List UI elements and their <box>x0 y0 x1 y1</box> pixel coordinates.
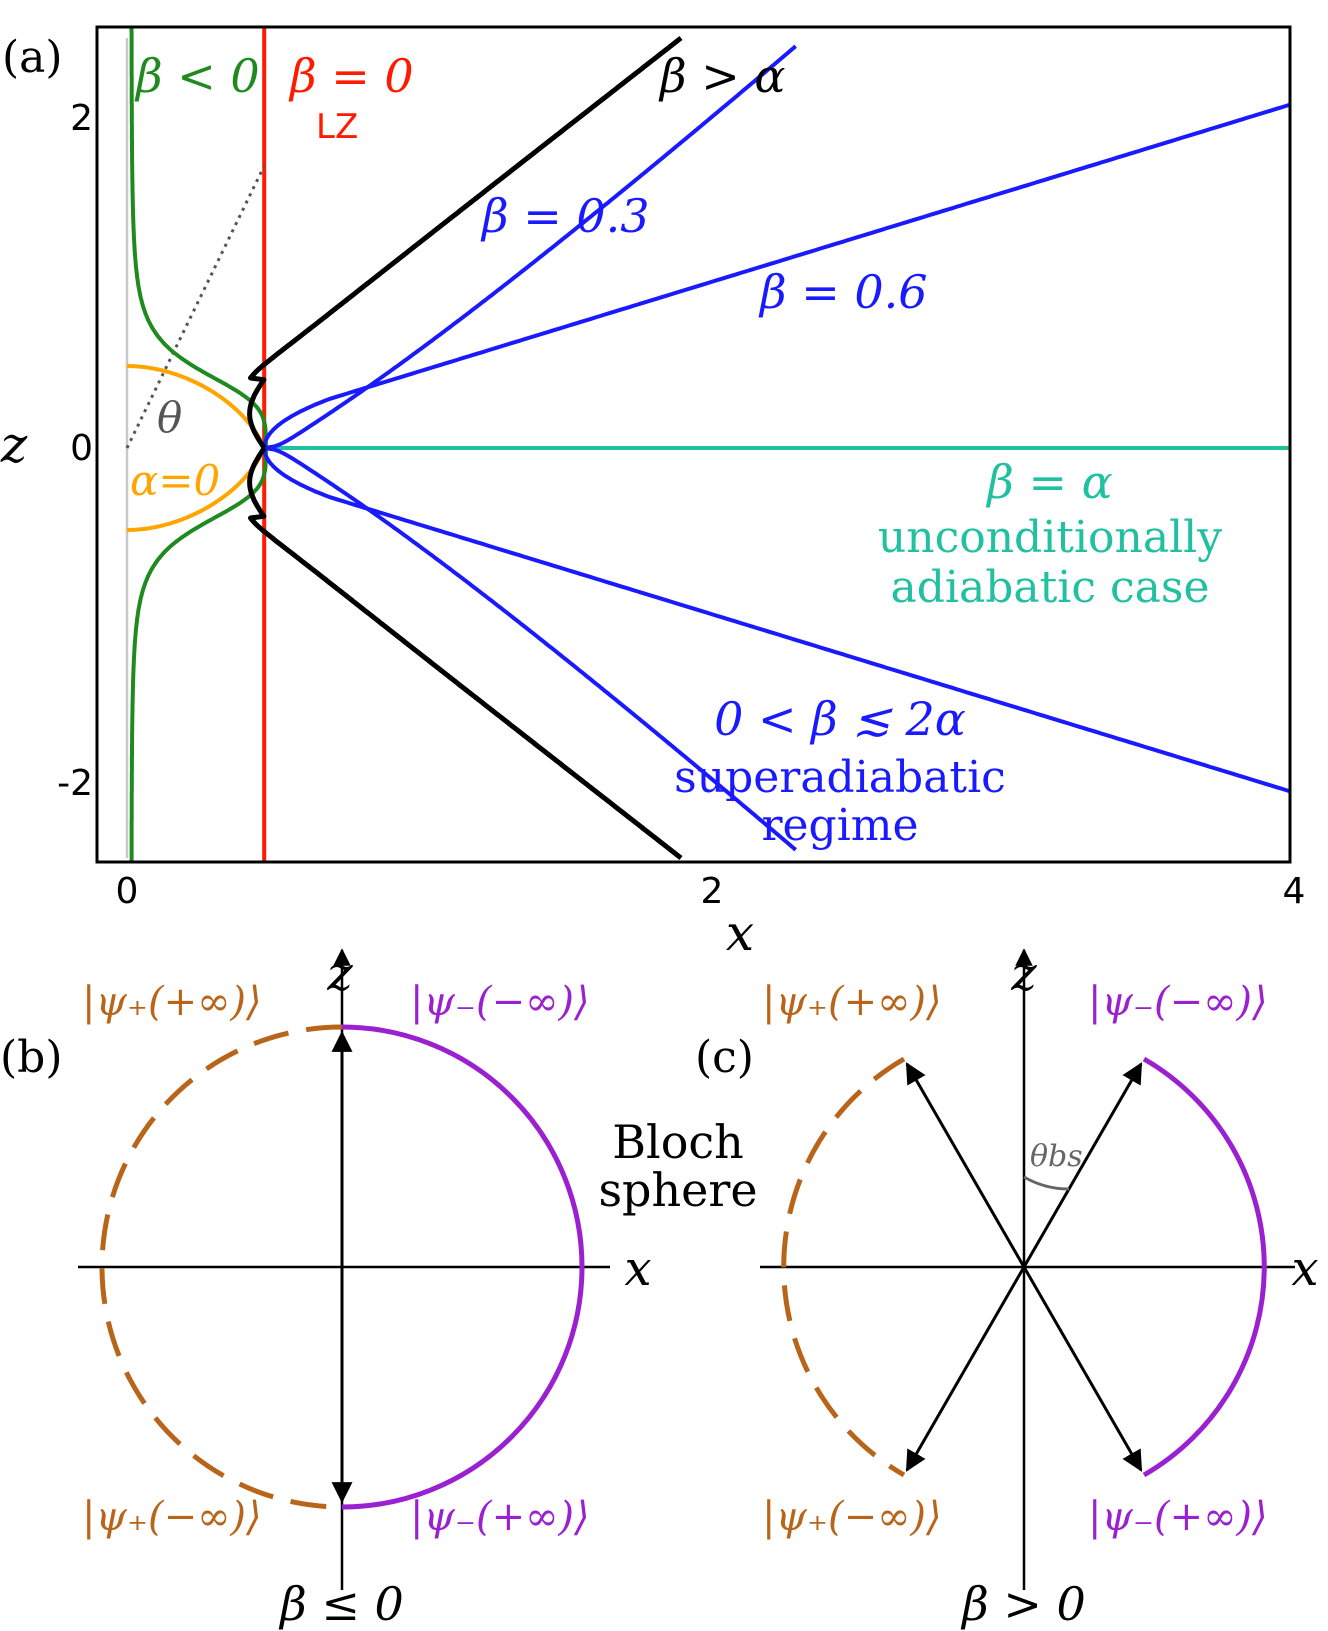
b-psi-plus-arc <box>99 1024 343 1510</box>
curve-beta-gt-alpha-upper <box>247 36 683 450</box>
c-arrow-psi-plus-top <box>905 1062 1026 1268</box>
label-superadiabatic-inequality: 0 < β ≲ 2α <box>714 692 966 746</box>
curve-beta-negative-lower <box>129 447 268 862</box>
c-axis-z-label: z <box>1010 946 1037 1002</box>
curve-beta-03-lower <box>263 446 797 852</box>
label-superadiabatic: superadiabatic <box>674 752 1006 803</box>
curve-beta-gt-alpha-lower <box>247 446 683 860</box>
label-beta-zero: β = 0 <box>288 49 414 103</box>
label-beta-eq-alpha: β = α <box>985 455 1112 509</box>
curves <box>125 27 1290 862</box>
panel-c: (c) θbs z x |ψ₊(+∞)⟩ |ψ₋(−∞)⟩ |ψ₊(−∞)⟩ |… <box>695 946 1319 1631</box>
c-psi-plus-arc <box>781 1056 906 1478</box>
c-psi-minus-minus-inf: |ψ₋(−∞)⟩ <box>1088 979 1268 1025</box>
panel-a-label: (a) <box>2 32 63 83</box>
label-theta: θ <box>157 393 182 442</box>
c-condition: β > 0 <box>960 1577 1086 1631</box>
c-theta-bs-label: θbs <box>1030 1139 1083 1174</box>
x-axis-label: x <box>726 904 754 962</box>
c-psi-plus-plus-inf: |ψ₊(+∞)⟩ <box>762 979 942 1025</box>
z-axis-label: z <box>0 416 28 474</box>
b-axis-z-label: z <box>326 946 353 1002</box>
c-psi-minus-plus-inf: |ψ₋(+∞)⟩ <box>1088 1494 1268 1540</box>
c-theta-arc <box>1023 1175 1070 1191</box>
b-psi-plus-minus-inf: |ψ₊(−∞)⟩ <box>82 1494 262 1540</box>
panel-a: (a) 0 2 4 2 0 -2 x z β < 0 β = 0 LZ β > … <box>0 25 1306 962</box>
curve-beta-negative-upper <box>129 27 268 449</box>
c-arrow-psi-minus-top <box>1022 1062 1143 1268</box>
b-psi-minus-plus-inf: |ψ₋(+∞)⟩ <box>410 1494 590 1540</box>
bloch-title-line1: Bloch <box>612 1115 744 1169</box>
c-axis-x-label: x <box>1291 1241 1318 1297</box>
x-ticks: 0 2 4 <box>116 871 1306 912</box>
b-axis-x-label: x <box>624 1241 651 1297</box>
c-psi-minus-arc <box>1142 1056 1267 1478</box>
curve-beta-06-upper <box>262 102 1290 449</box>
label-alpha-zero: α=0 <box>130 456 220 505</box>
label-beta-03: β = 0.3 <box>480 189 650 243</box>
z-tick-2: 2 <box>70 98 93 139</box>
x-tick-0: 0 <box>116 871 139 912</box>
label-unconditionally: unconditionally <box>878 512 1222 563</box>
label-regime: regime <box>761 800 918 851</box>
b-psi-plus-plus-inf: |ψ₊(+∞)⟩ <box>82 979 262 1025</box>
b-psi-minus-minus-inf: |ψ₋(−∞)⟩ <box>410 979 590 1025</box>
bloch-title-line2: sphere <box>598 1163 757 1217</box>
x-tick-2: 2 <box>701 871 724 912</box>
panel-b: (b) z x |ψ₊(+∞)⟩ |ψ₋(−∞)⟩ |ψ₊(−∞)⟩ |ψ₋(+… <box>0 946 652 1631</box>
label-beta-06: β = 0.6 <box>758 265 928 319</box>
label-beta-negative: β < 0 <box>134 49 260 103</box>
b-condition: β ≤ 0 <box>278 1577 404 1631</box>
label-beta-gt-alpha: β > α <box>658 49 785 103</box>
curve-beta-03-upper <box>263 44 797 450</box>
z-ticks: 2 0 -2 <box>57 98 93 804</box>
c-psi-plus-minus-inf: |ψ₊(−∞)⟩ <box>762 1494 942 1540</box>
label-lz: LZ <box>316 107 358 147</box>
theta-guide <box>125 165 266 449</box>
plot-frame <box>95 25 1292 864</box>
c-arrow-psi-minus-bottom <box>1022 1266 1143 1472</box>
z-tick-neg2: -2 <box>57 763 93 804</box>
curve-alpha-zero-upper <box>126 364 267 450</box>
label-adiabatic-case: adiabatic case <box>891 562 1210 613</box>
z-tick-0: 0 <box>70 428 93 469</box>
x-tick-4: 4 <box>1283 871 1306 912</box>
c-arrow-psi-plus-bottom <box>905 1266 1026 1472</box>
curve-beta-06-lower <box>262 447 1290 794</box>
panel-b-label: (b) <box>0 1032 63 1083</box>
b-psi-minus-arc <box>341 1024 585 1510</box>
panel-c-label: (c) <box>695 1032 754 1083</box>
